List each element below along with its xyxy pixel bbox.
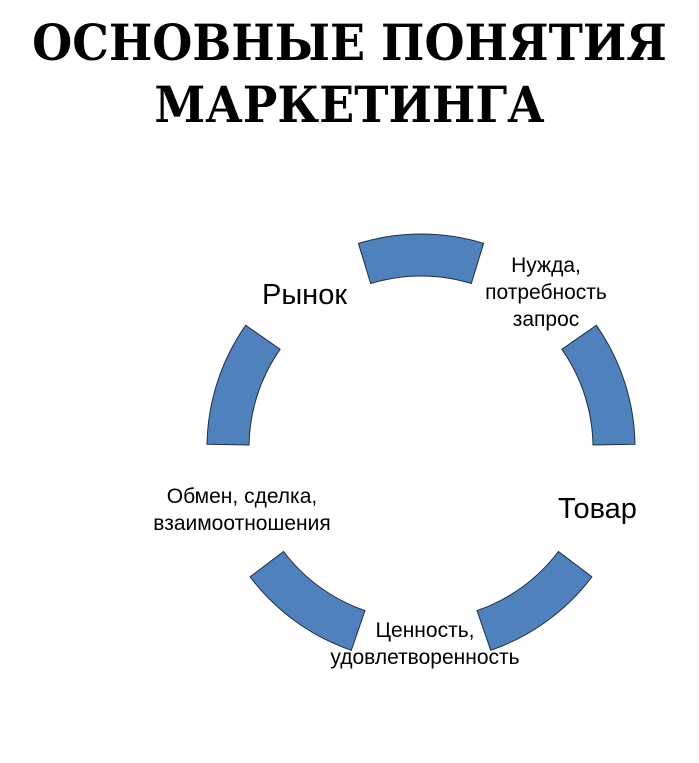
arc-segment-bottom-left [249, 550, 366, 651]
label-need: Нужда, потребность запрос [456, 252, 636, 333]
arc-segment-right [561, 324, 636, 446]
label-product: Товар [558, 493, 637, 525]
arc-segment-left [206, 324, 281, 446]
label-exchange: Обмен, сделка, взаимоотношения [122, 483, 362, 537]
label-market: Рынок [262, 279, 348, 311]
label-exchange-line-1: Обмен, сделка, [166, 485, 318, 508]
arc-segment-top [357, 233, 485, 285]
label-exchange-line-2: взаимоотношения [153, 512, 331, 535]
label-need-line-2: потребность [485, 281, 607, 304]
title-line-1: ОСНОВНЫЕ ПОНЯТИЯ [32, 13, 667, 72]
label-need-line-1: Нужда, [511, 254, 581, 277]
label-value: Ценность, удовлетворенность [305, 617, 545, 671]
label-value-line-1: Ценность, [375, 619, 475, 642]
title-line-2: МАРКЕТИНГА [154, 75, 545, 134]
arc-segment-bottom-right [476, 550, 593, 651]
label-value-line-2: удовлетворенность [330, 646, 520, 669]
page-title: ОСНОВНЫЕ ПОНЯТИЯ МАРКЕТИНГА [28, 12, 671, 136]
label-need-line-3: запрос [512, 308, 580, 331]
